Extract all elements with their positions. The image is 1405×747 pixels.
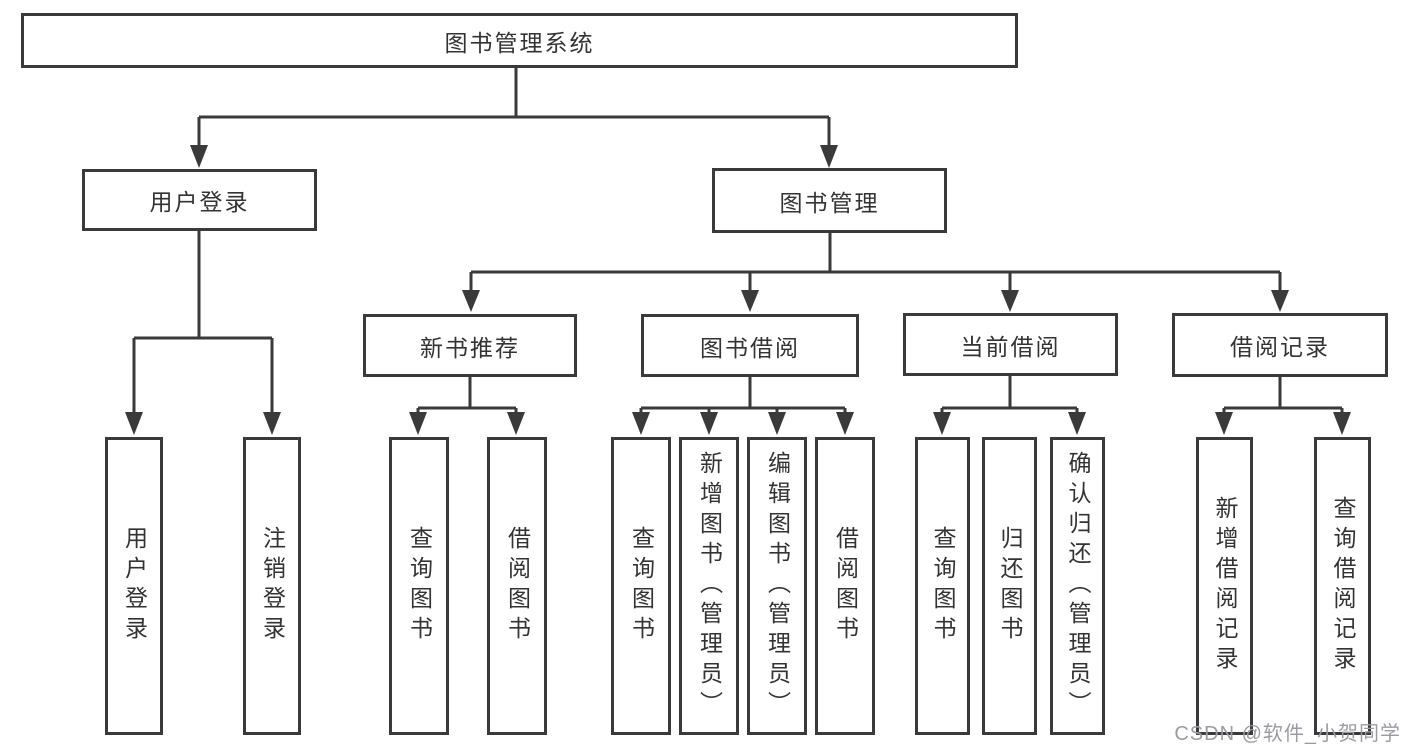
leaf-query-books-current: 查询图书 (915, 437, 970, 735)
leaf-borrow-books-recommend: 借阅图书 (487, 437, 547, 735)
leaf-edit-book-admin: 编辑图书（管理员） (747, 437, 807, 735)
node-borrowing-records: 借阅记录 (1172, 313, 1388, 377)
node-label: 图书借阅 (700, 334, 800, 361)
leaf-add-book-admin: 新增图书（管理员） (679, 437, 739, 735)
node-label: 图书管理系统 (444, 29, 595, 56)
leaf-label: 查询图书 (406, 526, 433, 646)
node-label: 图书管理 (779, 189, 880, 216)
node-book-borrowing: 图书借阅 (641, 314, 859, 377)
leaf-confirm-return-admin: 确认归还（管理员） (1050, 437, 1105, 735)
leaf-label: 确认归还（管理员） (1065, 451, 1091, 721)
node-label: 用户登录 (149, 189, 250, 215)
node-label: 借阅记录 (1230, 334, 1330, 360)
leaf-query-books-recommend: 查询图书 (389, 437, 449, 735)
node-label: 新书推荐 (420, 334, 520, 361)
leaf-label: 编辑图书（管理员） (764, 451, 791, 721)
leaf-query-borrow-record: 查询借阅记录 (1314, 437, 1371, 735)
leaf-label: 新增借阅记录 (1212, 496, 1238, 676)
csdn-watermark: CSDN @软件_小贺同学 (1174, 723, 1401, 745)
leaf-add-borrow-record: 新增借阅记录 (1196, 437, 1253, 735)
leaf-label: 查询图书 (628, 526, 655, 646)
node-book-management: 图书管理 (712, 168, 947, 233)
leaf-label: 借阅图书 (832, 526, 859, 646)
leaf-return-books: 归还图书 (982, 437, 1037, 735)
leaf-borrow-books-borrowing: 借阅图书 (815, 437, 875, 735)
leaf-label: 查询借阅记录 (1330, 496, 1356, 676)
leaf-label: 用户登录 (121, 526, 148, 646)
node-user-login: 用户登录 (82, 169, 317, 231)
node-library-management-system: 图书管理系统 (21, 13, 1018, 68)
leaf-label: 借阅图书 (504, 526, 531, 646)
leaf-label: 新增图书（管理员） (696, 451, 723, 721)
leaf-logout: 注销登录 (243, 437, 301, 735)
node-label: 当前借阅 (960, 333, 1061, 360)
leaf-user-login: 用户登录 (105, 437, 163, 735)
leaf-label: 注销登录 (259, 526, 286, 646)
leaf-label: 归还图书 (997, 526, 1023, 646)
node-new-book-recommendation: 新书推荐 (363, 314, 577, 377)
leaf-label: 查询图书 (930, 526, 956, 646)
node-current-borrowing: 当前借阅 (903, 313, 1118, 376)
leaf-query-books-borrowing: 查询图书 (611, 437, 671, 735)
